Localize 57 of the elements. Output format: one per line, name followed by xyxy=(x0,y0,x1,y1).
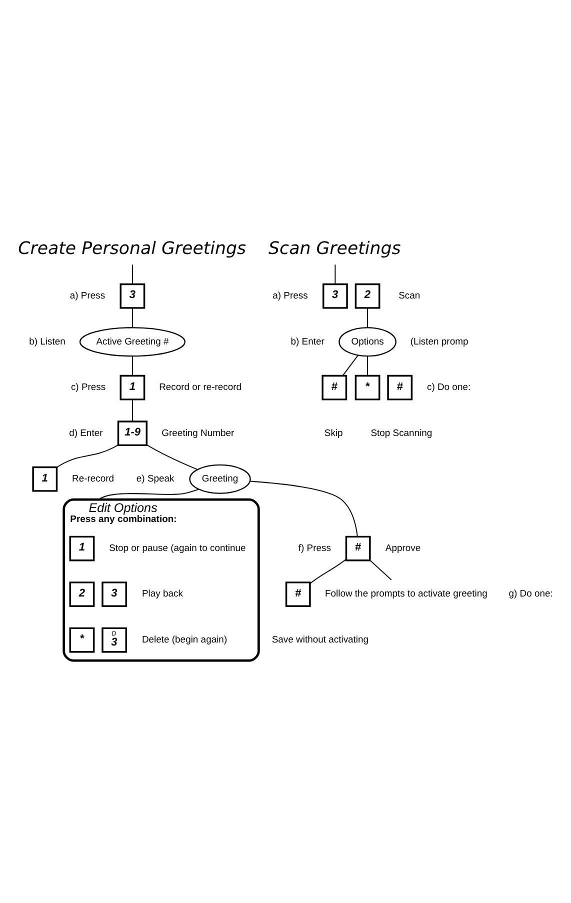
node-box: 1 xyxy=(32,466,58,492)
node-label: Play back xyxy=(142,588,183,600)
node-label: Delete (begin again) xyxy=(142,634,228,646)
node-box: # xyxy=(345,536,371,562)
node-label: e) Speak xyxy=(136,474,174,485)
node-label: Stop or pause (again to continue xyxy=(109,542,246,554)
connector xyxy=(370,560,392,580)
connector xyxy=(367,356,368,376)
node-text: Create Personal Greetings xyxy=(18,238,246,259)
node-label: c) Press xyxy=(70,382,106,394)
connector xyxy=(146,444,198,470)
node-box: * xyxy=(354,374,380,400)
connector xyxy=(310,559,346,584)
connector xyxy=(132,264,133,284)
node-box: * xyxy=(69,627,95,653)
node-label: a) Press xyxy=(272,290,308,302)
node-label: Save without activating xyxy=(272,634,369,646)
label: c) Do one: xyxy=(426,382,471,394)
node-label: b) Listen xyxy=(29,336,66,348)
node-label: Skip xyxy=(324,428,343,439)
node-label: (Listen promp xyxy=(410,336,468,348)
node-label: Scan xyxy=(398,290,420,302)
connector xyxy=(56,444,118,468)
node-box: 1-9 xyxy=(117,420,148,446)
node-box: 3 xyxy=(120,283,146,309)
node-box: # xyxy=(322,374,348,400)
connector xyxy=(132,400,133,422)
node-label: Re-record xyxy=(72,474,114,485)
node-box: 2 xyxy=(69,582,95,607)
connector xyxy=(342,355,358,376)
connector xyxy=(334,264,336,284)
node-label: Record or re-record xyxy=(159,382,242,394)
node-ellipse: Greeting xyxy=(189,464,251,494)
node-label: d) Enter xyxy=(69,428,103,439)
node-box: # xyxy=(387,374,413,400)
connector xyxy=(132,356,133,376)
node-box: # xyxy=(285,582,311,607)
connector xyxy=(98,488,199,500)
node-box: 1 xyxy=(69,536,95,562)
connector xyxy=(132,308,133,328)
label: g) Do one: xyxy=(508,588,553,600)
node-box: 3 xyxy=(322,283,348,309)
node-label: f) Press xyxy=(298,542,331,554)
node-label: Approve xyxy=(385,542,421,554)
connector xyxy=(367,308,368,328)
node-ellipse: Active Greeting # xyxy=(79,327,186,357)
connector xyxy=(250,480,358,537)
node-label: Stop Scanning xyxy=(370,428,432,439)
node-box: 3 xyxy=(102,582,128,607)
node-ellipse: Options xyxy=(338,327,396,357)
node-box: 1 xyxy=(120,374,146,400)
node-label: a) Press xyxy=(70,290,106,302)
node-box: 2 xyxy=(354,283,380,309)
node-text: Follow the prompts to activate greeting xyxy=(325,588,488,600)
node-label: b) Enter xyxy=(290,336,324,348)
node-text: Scan Greetings xyxy=(268,238,401,259)
node-label: Greeting Number xyxy=(162,428,234,439)
